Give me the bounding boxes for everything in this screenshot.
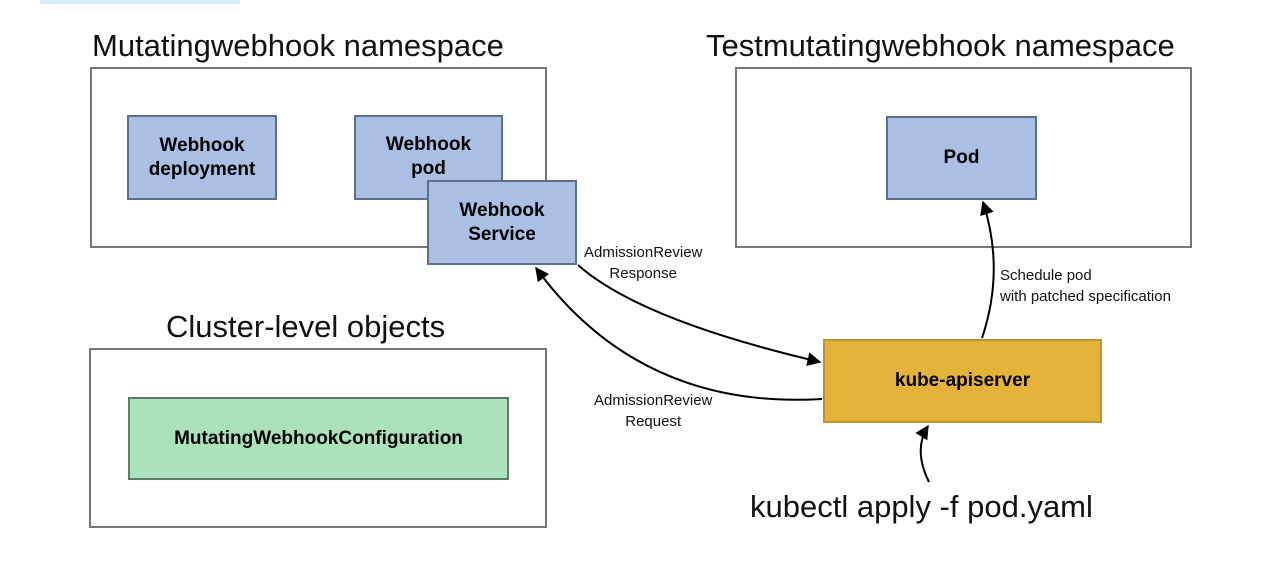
test-namespace-title: Testmutatingwebhook namespace [706,28,1175,63]
admission-review-response-arrow [577,264,822,366]
schedule-label-line-1: Schedule pod [1000,267,1092,284]
mutating-webhook-configuration-label: MutatingWebhookConfiguration [174,427,463,449]
admission-review-request-arrow [535,266,823,401]
webhook-service-node[interactable]: Webhook Service [427,180,577,265]
kube-apiserver-node[interactable]: kube-apiserver [823,339,1102,423]
schedule-label: Schedule pod with patched specification [1000,265,1171,307]
schedule-label-line-2: with patched specification [1000,288,1171,305]
response-label-line-1: AdmissionReview [584,244,703,261]
request-label-line-2: Request [625,413,682,430]
schedule-pod-arrow [980,200,995,339]
webhook-deployment-node[interactable]: Webhook deployment [127,115,277,200]
kubectl-apply-arrow [915,424,930,483]
webhook-pod-line-2: pod [411,158,446,179]
webhook-deployment-line-1: Webhook [159,134,245,156]
webhook-service-line-1: Webhook [459,199,545,221]
kubectl-command: kubectl apply -f pod.yaml [750,489,1093,524]
mutating-webhook-configuration-node[interactable]: MutatingWebhookConfiguration [128,397,509,480]
request-label: AdmissionReview Request [594,390,712,432]
webhook-deployment-line-2: deployment [148,158,256,180]
request-label-line-1: AdmissionReview [594,392,713,409]
top-edge-strip [40,0,240,4]
kube-apiserver-label: kube-apiserver [894,370,1031,391]
test-pod-node[interactable]: Pod [886,116,1037,200]
webhook-pod-line-1: Webhook [385,134,472,155]
response-label-line-2: Response [609,265,677,282]
webhook-service-line-2: Service [468,223,536,245]
mutating-namespace-title: Mutatingwebhook namespace [92,28,504,63]
test-pod-label: Pod [943,147,980,168]
cluster-objects-title: Cluster-level objects [166,309,446,344]
response-label: AdmissionReview Response [584,242,702,284]
